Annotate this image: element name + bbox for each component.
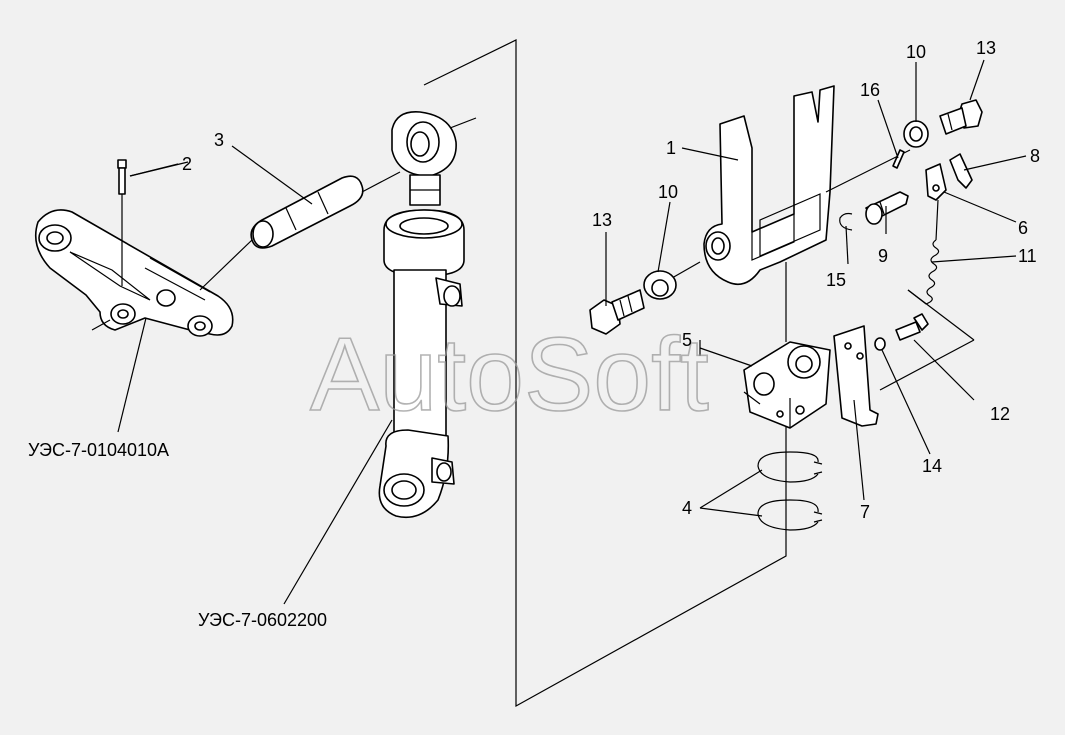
leader-lines [117,59,1027,605]
washer-part-10-right [903,120,929,148]
callout-13-left: 13 [592,210,612,230]
callout-16: 16 [860,80,880,100]
cotter-pin-part-16 [892,149,905,169]
callout-8: 8 [1030,146,1040,166]
lever-part [34,209,234,337]
bolt-part-13-left [589,289,645,335]
hydraulic-cylinder [378,111,477,519]
callout-labels: 1 2 3 4 5 6 7 8 9 10 10 11 12 13 13 14 1… [182,38,1040,522]
bolt-part-13-right [939,99,983,135]
washer-part-10-left [643,270,677,300]
pin-part-9 [865,191,909,225]
assembly-frame-line [423,39,787,708]
callout-4: 4 [682,498,692,518]
spring-part-11 [879,199,975,391]
plate-part-7 [833,325,879,427]
fork-part-1 [671,85,911,342]
callout-5: 5 [682,330,692,350]
circlip-part-15 [839,212,853,231]
callout-10-left: 10 [658,182,678,202]
callout-15: 15 [826,270,846,290]
callout-7: 7 [860,502,870,522]
callout-1: 1 [666,138,676,158]
bolt-part-12 [895,313,929,341]
retaining-rings-part-4 [757,451,823,531]
pin-part-3 [199,171,401,291]
callout-13-right: 13 [976,38,996,58]
callout-2: 2 [182,154,192,174]
cylinder-assembly-code: УЭС-7-0602200 [198,610,327,630]
callout-12: 12 [990,404,1010,424]
callout-6: 6 [1018,218,1028,238]
callout-9: 9 [878,246,888,266]
callout-3: 3 [214,130,224,150]
lever-assembly-code: УЭС-7-0104010А [28,440,169,460]
washer-part-14 [874,337,886,351]
callout-10-right: 10 [906,42,926,62]
block-part-5 [743,341,831,429]
callout-14: 14 [922,456,942,476]
watermark-text: AutoSoft [310,317,709,433]
latch-part-8 [949,153,973,189]
bolt-part-2 [117,159,127,286]
callout-11: 11 [1018,246,1037,266]
plate-part-6 [925,163,947,201]
